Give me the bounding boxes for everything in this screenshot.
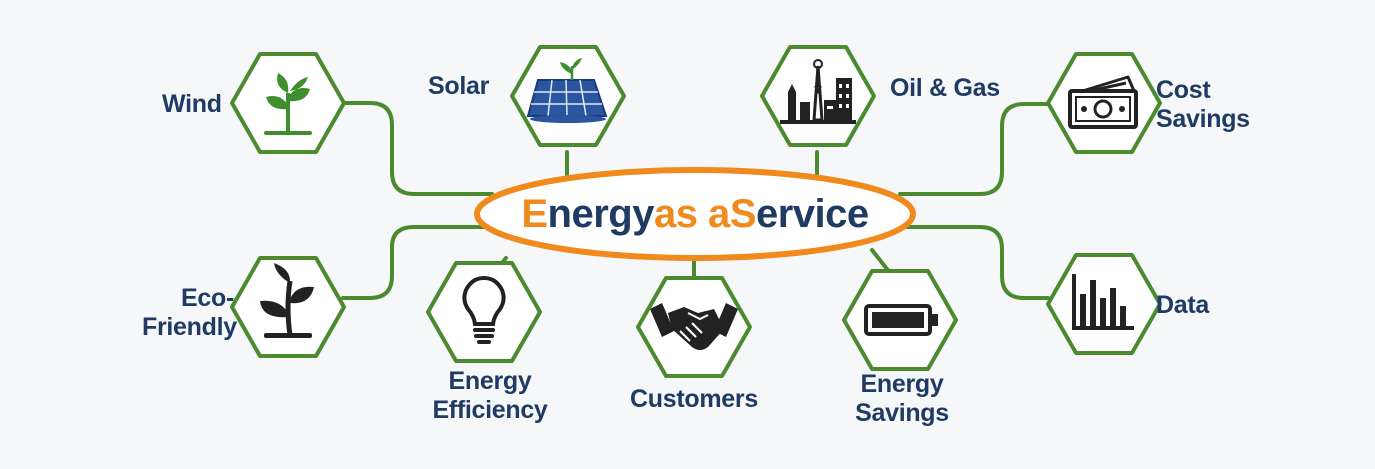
hex-energy-efficiency <box>426 261 542 363</box>
connector-cost-savings <box>898 102 1050 196</box>
label-energy-efficiency-line2: Efficiency <box>432 396 548 424</box>
light-bulb-icon <box>462 275 506 344</box>
label-cost-savings-line1: Cost <box>1156 76 1211 104</box>
hex-oil-gas <box>760 45 876 147</box>
plant-icon <box>260 263 314 338</box>
label-data: Data <box>1156 291 1209 319</box>
connector-wind <box>341 101 494 196</box>
label-energy-savings-line1: Energy <box>860 370 944 398</box>
refinery-icon <box>780 59 856 124</box>
label-customers: Customers <box>630 385 758 413</box>
bar-chart-icon <box>1072 274 1134 330</box>
solar-panel-icon <box>526 58 608 123</box>
label-energy-efficiency-line1: Energy <box>448 367 532 395</box>
center-ellipse <box>474 167 916 261</box>
label-wind: Wind <box>162 90 222 118</box>
label-energy-savings: Energy Savings <box>832 370 972 428</box>
label-eco-friendly: Eco- Friendly <box>142 284 237 342</box>
label-oil-gas: Oil & Gas <box>890 74 1000 102</box>
label-energy-efficiency: Energy Efficiency <box>420 367 560 425</box>
title-part-e: E <box>521 191 548 236</box>
money-icon <box>1068 75 1138 129</box>
title-part-s: S <box>729 191 757 236</box>
title-part-as-a: as a <box>653 191 730 236</box>
connector-eco-friendly <box>341 225 487 300</box>
sprout-icon <box>264 73 312 135</box>
label-eco-friendly-line2: Friendly <box>142 313 237 341</box>
title-part-ervice: ervice <box>756 191 869 236</box>
label-solar: Solar <box>428 72 490 100</box>
label-cost-savings-line2: Savings <box>1156 105 1250 133</box>
label-cost-savings: Cost Savings <box>1156 76 1250 134</box>
title-part-nergy: nergy <box>547 191 655 236</box>
handshake-icon <box>650 303 738 350</box>
label-eco-friendly-line1: Eco- <box>181 284 234 312</box>
battery-icon <box>864 304 938 336</box>
label-energy-savings-line2: Savings <box>855 399 949 427</box>
connector-data <box>901 225 1050 300</box>
